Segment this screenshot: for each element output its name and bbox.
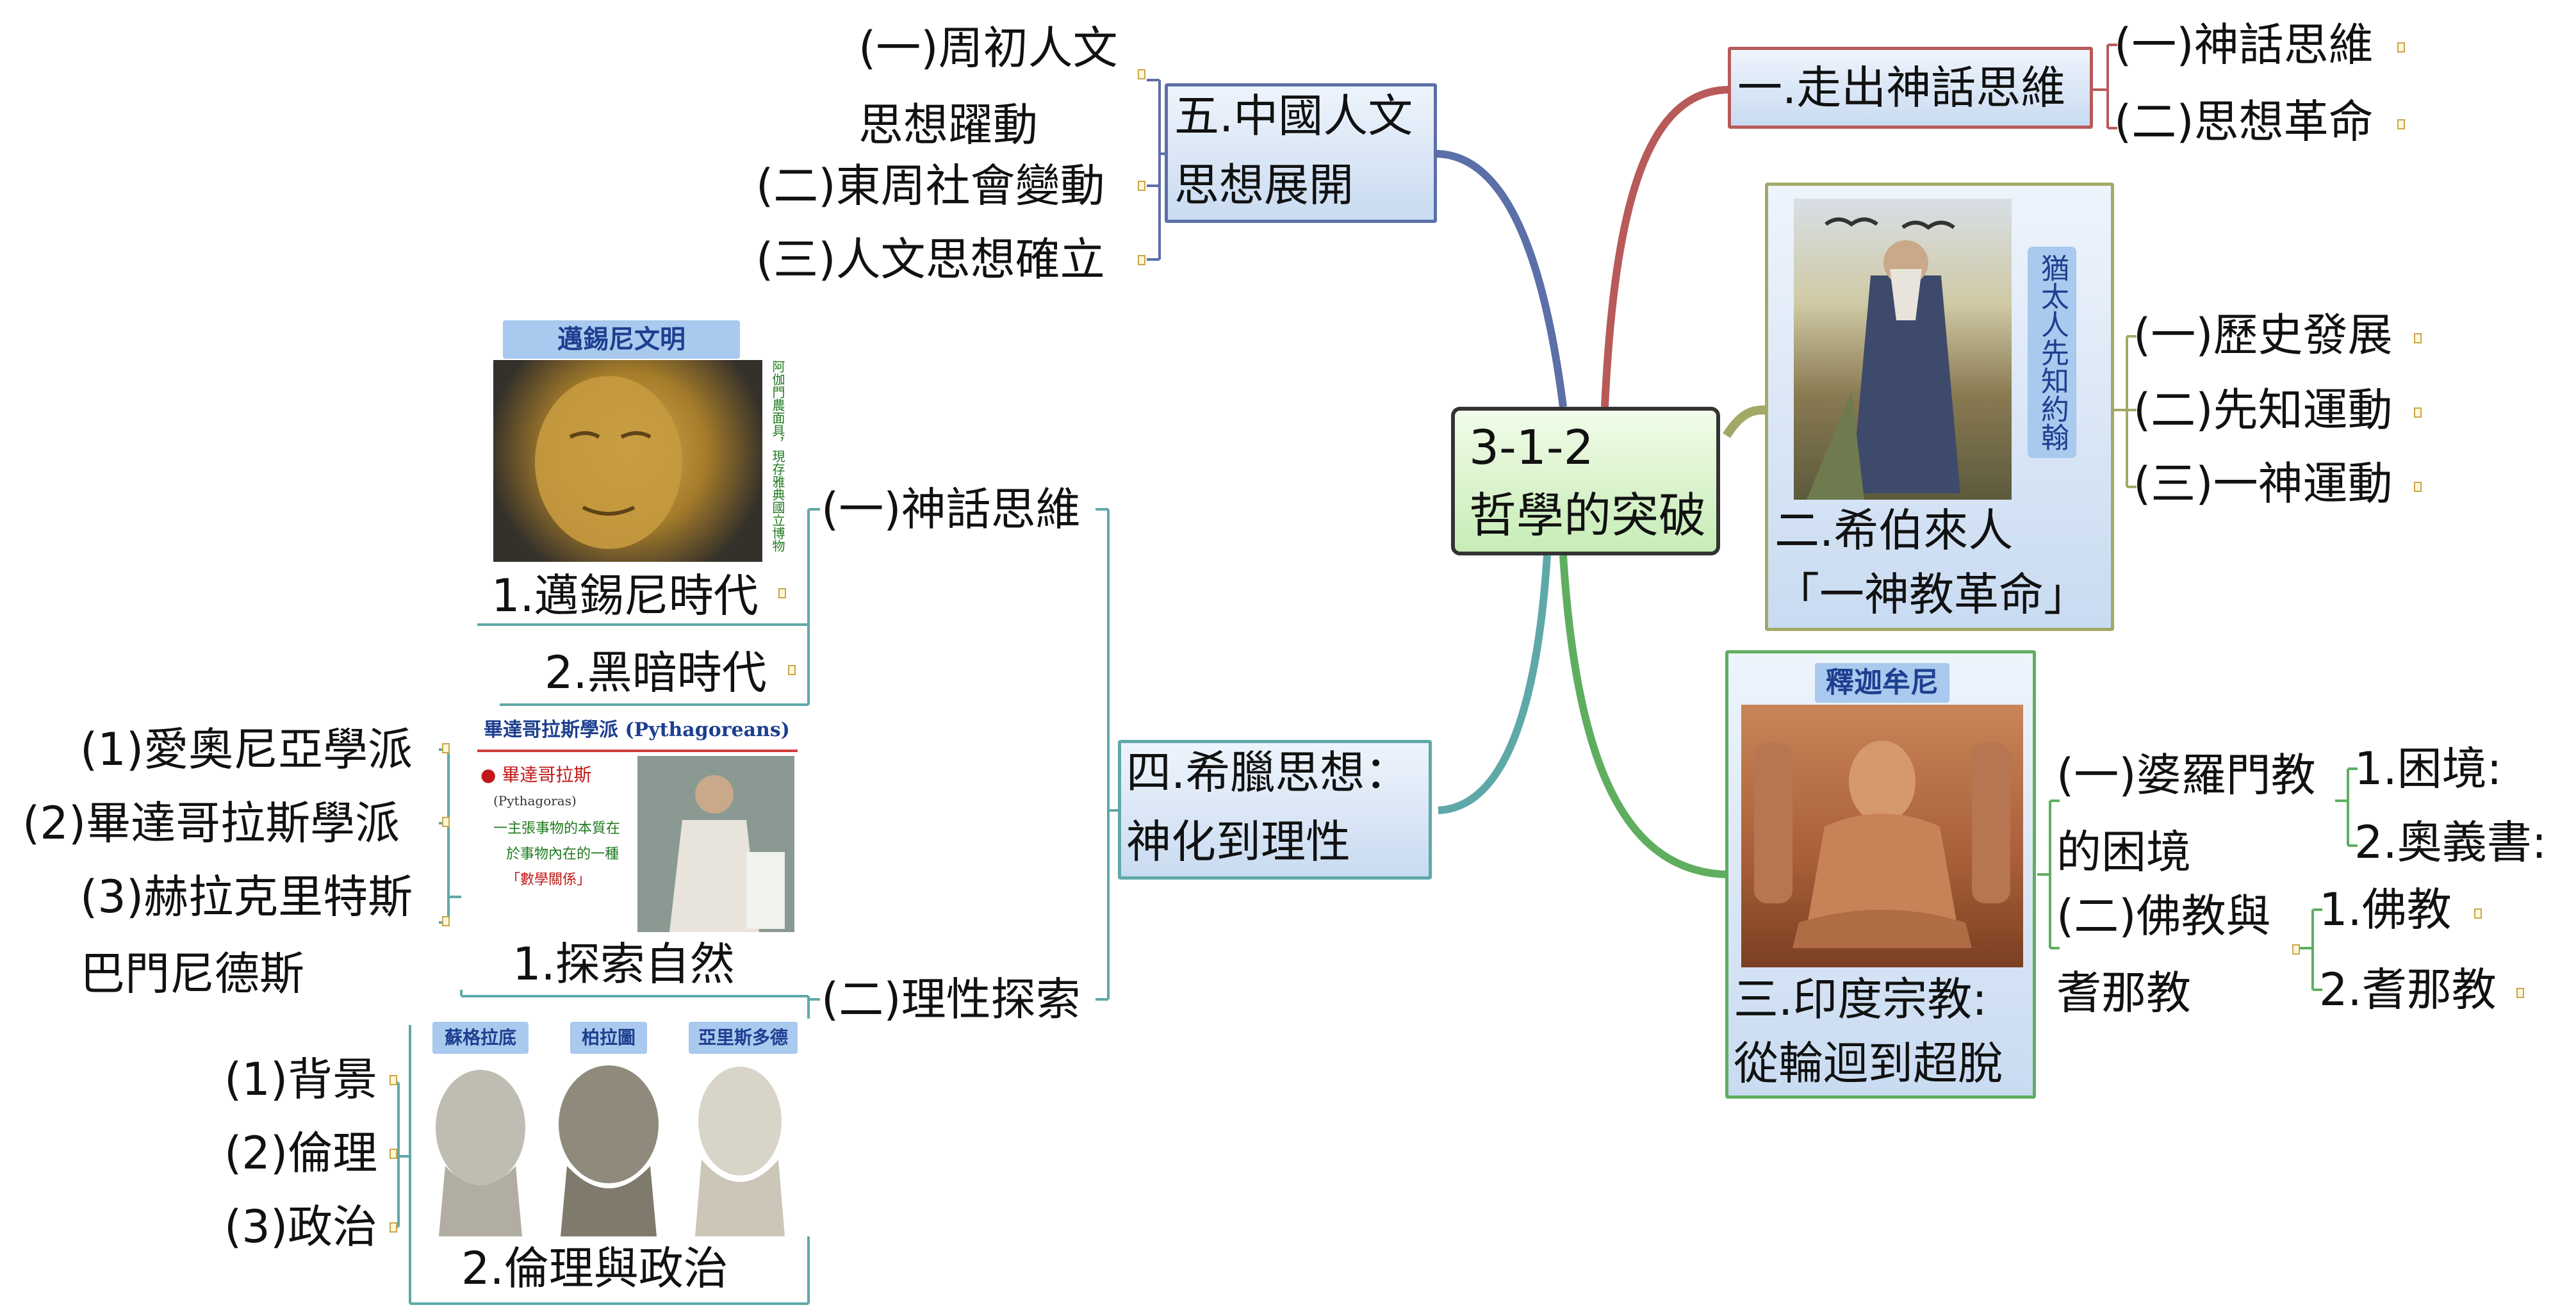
- bust-caption-1: 蘇格拉底: [432, 1022, 529, 1054]
- mycenae-image-title: 邁錫尼文明: [503, 320, 740, 359]
- branch-2-child-3[interactable]: (三)一神運動: [2133, 457, 2393, 510]
- buddha-caption: 釋迦牟尼: [1815, 663, 1949, 703]
- philosophers-busts-image: 蘇格拉底 柏拉圖 亞里斯多德: [426, 1019, 810, 1236]
- branch-4-nature-child-2[interactable]: (2)畢達哥拉斯學派: [22, 797, 400, 849]
- slide-divider: [477, 750, 798, 752]
- pythagoreans-slide: 畢達哥拉斯學派 (Pythagoreans) ● 畢達哥拉斯 (Pythagor…: [477, 714, 798, 932]
- slide-bullet: ● 畢達哥拉斯: [480, 764, 592, 785]
- branch-5-child-1[interactable]: (一)周初人文 思想躍動: [858, 22, 1118, 151]
- branch-5-child-2[interactable]: (二)東周社會變動: [756, 160, 1105, 212]
- note-icon: [2292, 944, 2300, 955]
- note-icon: [442, 743, 450, 753]
- pythagoras-figure-image: [637, 756, 794, 932]
- slide-line-1: 一主張事物的本質在: [493, 821, 621, 837]
- note-icon: [2474, 908, 2482, 919]
- note-icon: [442, 916, 450, 926]
- note-icon: [1138, 181, 1145, 191]
- mycenae-image-side-note: 阿伽門農面具，現存雅典國立博物館: [770, 360, 785, 552]
- branch-3-sub-2-child-2[interactable]: 2.耆那教: [2319, 964, 2497, 1016]
- branch-1-child-2[interactable]: (二)思想革命: [2114, 95, 2374, 148]
- branch-1-topic[interactable]: 一.走出神話思維: [1728, 47, 2093, 129]
- note-icon: [390, 1075, 397, 1085]
- slide-title: 畢達哥拉斯學派 (Pythagoreans): [484, 719, 790, 741]
- branch-4-ethics-child-1[interactable]: (1)背景: [224, 1053, 378, 1106]
- branch-4-topic[interactable]: 四.希臘思想： 神化到理性: [1118, 740, 1432, 880]
- branch-4-sub-1[interactable]: (一)神話思維: [821, 483, 1081, 536]
- slide-subtitle: (Pythagoras): [493, 793, 577, 808]
- branch-3-sub-2-child-1[interactable]: 1.佛教: [2319, 883, 2452, 936]
- branch-4-sub-2[interactable]: (二)理性探索: [821, 973, 1081, 1026]
- slide-bullet-text: 畢達哥拉斯: [502, 764, 592, 785]
- note-icon: [2397, 119, 2405, 129]
- branch-4-nature-child-3[interactable]: (3)赫拉克里特斯 巴門尼德斯: [80, 871, 413, 1000]
- note-icon: [442, 817, 450, 827]
- central-topic-label: 3-1-2 哲學的突破: [1469, 420, 1706, 543]
- note-icon: [2414, 333, 2422, 343]
- branch-3-label: 三.印度宗教: 從輪迴到超脫: [1734, 973, 2003, 1090]
- branch-3-topic[interactable]: 釋迦牟尼 三.印度宗教: 從輪迴到超脫: [1725, 650, 2036, 1099]
- slide-line-2: 於事物內在的一種: [506, 846, 619, 862]
- note-icon: [1138, 69, 1145, 79]
- branch-4-label: 四.希臘思想： 神化到理性: [1126, 746, 1410, 868]
- branch-1-child-1[interactable]: (一)神話思維: [2114, 19, 2374, 71]
- bust-caption-3: 亞里斯多德: [689, 1022, 798, 1054]
- central-topic[interactable]: 3-1-2 哲學的突破: [1451, 407, 1720, 555]
- note-icon: [2516, 988, 2524, 998]
- note-icon: [2397, 42, 2405, 53]
- branch-3-sub-1-child-1[interactable]: 1.困境:: [2354, 742, 2502, 795]
- branch-1-label: 一.走出神話思維: [1737, 62, 2066, 114]
- branch-4-sub-1-child-2[interactable]: 2.黑暗時代: [545, 646, 767, 699]
- branch-3-sub-1[interactable]: (一)婆羅門教 的困境: [2056, 749, 2316, 878]
- mycenae-mask-image: [493, 360, 762, 562]
- busts-drawing: [436, 1065, 785, 1236]
- note-icon: [2414, 407, 2422, 418]
- branch-3-sub-2[interactable]: (二)佛教與 耆那教: [2056, 890, 2271, 1019]
- note-icon: [788, 665, 796, 675]
- branch-2-label: 二.希伯來人 「一神教革命」: [1775, 504, 2088, 621]
- branch-4-ethics-child-3[interactable]: (3)政治: [224, 1201, 378, 1253]
- note-icon: [2414, 482, 2422, 492]
- note-icon: [1138, 255, 1145, 265]
- branch-3-sub-1-child-2[interactable]: 2.奧義書:: [2354, 816, 2547, 869]
- prophet-caption: 猶太人先知約翰: [2028, 247, 2076, 458]
- buddha-image: [1741, 705, 2023, 967]
- branch-4-ethics-label[interactable]: 2.倫理與政治: [461, 1242, 728, 1295]
- prophet-image: [1794, 199, 2012, 500]
- note-icon: [390, 1149, 397, 1159]
- bust-caption-2: 柏拉圖: [570, 1022, 647, 1054]
- slide-line-3: 「數學關係」: [506, 872, 591, 888]
- branch-2-child-1[interactable]: (一)歷史發展: [2133, 309, 2393, 361]
- note-icon: [390, 1222, 397, 1233]
- branch-2-child-2[interactable]: (二)先知運動: [2133, 384, 2393, 436]
- note-icon: [778, 588, 786, 598]
- branch-5-label: 五.中國人文 思想展開: [1174, 90, 1413, 211]
- branch-4-sub-1-child-1[interactable]: 1.邁錫尼時代: [491, 570, 759, 622]
- branch-4-ethics-child-2[interactable]: (2)倫理: [224, 1127, 378, 1179]
- branch-4-nature-label[interactable]: 1.探索自然: [513, 938, 735, 990]
- branch-5-topic[interactable]: 五.中國人文 思想展開: [1165, 83, 1437, 223]
- branch-4-nature-child-1[interactable]: (1)愛奧尼亞學派: [80, 723, 413, 776]
- branch-5-child-3[interactable]: (三)人文思想確立: [756, 233, 1105, 286]
- branch-2-topic[interactable]: 猶太人先知約翰 二.希伯來人 「一神教革命」: [1765, 183, 2114, 631]
